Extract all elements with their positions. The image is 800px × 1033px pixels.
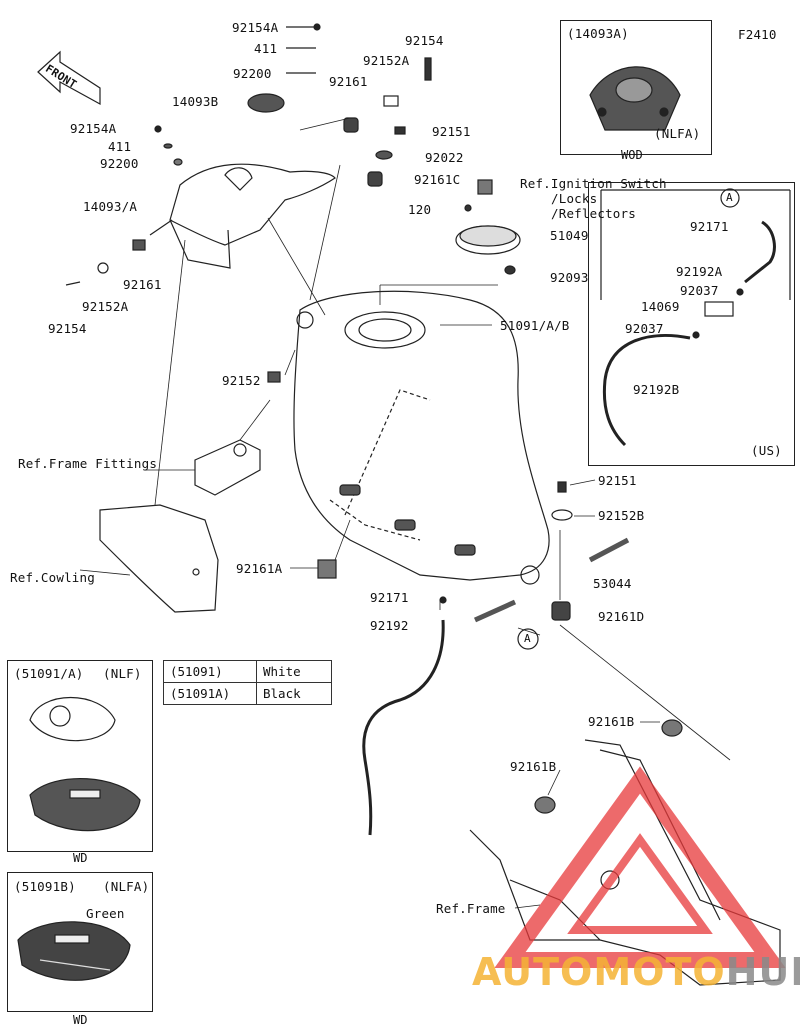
inset-nlfa-caption: WD xyxy=(73,1013,88,1027)
color-name: Black xyxy=(256,682,332,705)
inset-nlf-code: (51091/A) xyxy=(14,666,84,681)
ref-frame: Ref.Frame xyxy=(436,901,506,916)
part-label-92152b: 92152B xyxy=(598,508,645,523)
part-label-92154-left: 92154 xyxy=(48,321,87,336)
inset-nlfa-note: Green xyxy=(86,906,125,921)
part-label-92022: 92022 xyxy=(425,150,464,165)
part-label-92154a-top: 92154A xyxy=(232,20,279,35)
nlfa-tank-drawing xyxy=(17,921,131,981)
inset-nlfa-variant: (NLFA) xyxy=(103,879,150,894)
top-fasteners xyxy=(247,23,432,133)
tank-cover-14093A xyxy=(149,163,336,269)
part-label-411-top: 411 xyxy=(254,41,278,56)
inset-wod-frame xyxy=(560,20,712,155)
inset-wod-caption: WOD xyxy=(621,148,643,162)
part-label-51091ab: 51091/A/B xyxy=(500,318,570,333)
inset-wod-code: (14093A) xyxy=(567,26,629,41)
inset-us-92037-bot: 92037 xyxy=(625,321,664,336)
inset-nlfa-code: (51091B) xyxy=(14,879,76,894)
part-label-92154a-left: 92154A xyxy=(70,121,117,136)
part-label-14093b: 14093B xyxy=(172,94,219,109)
part-label-92152a-top: 92152A xyxy=(363,53,410,68)
inset-us-92192a: 92192A xyxy=(676,264,723,279)
part-label-92171-mid: 92171 xyxy=(370,590,409,605)
ref-cowling: Ref.Cowling xyxy=(10,570,95,585)
inset-us-14069: 14069 xyxy=(641,299,680,314)
part-label-120: 120 xyxy=(408,202,432,217)
part-label-92152: 92152 xyxy=(222,373,261,388)
wod-cover-drawing xyxy=(589,66,681,131)
nlf-tank-drawing xyxy=(29,696,141,832)
inset-us-92037-top: 92037 xyxy=(680,283,719,298)
watermark-part2: HUB xyxy=(725,950,800,994)
part-label-92200-left: 92200 xyxy=(100,156,139,171)
color-row: (51091A) Black xyxy=(163,682,332,705)
color-table: (51091) White (51091A) Black xyxy=(163,660,332,705)
inset-us-92171: 92171 xyxy=(690,219,729,234)
ref-reflectors: /Reflectors xyxy=(551,206,636,221)
us-hose-assembly xyxy=(600,188,791,447)
cowling-part xyxy=(99,504,219,613)
circle-a-bottom: A xyxy=(524,632,531,645)
front-arrow-icon xyxy=(37,50,101,106)
part-label-51049: 51049 xyxy=(550,228,589,243)
frame-fitting-bracket xyxy=(194,371,281,496)
ignition-fitting-51049 xyxy=(367,126,521,275)
part-label-92161b-right: 92161B xyxy=(588,714,635,729)
part-label-92161d: 92161D xyxy=(598,609,645,624)
ref-ignition-switch: Ref.Ignition Switch xyxy=(520,176,667,191)
part-label-14093a: 14093/A xyxy=(83,199,138,214)
fuel-tank-51091 xyxy=(293,290,550,585)
color-name: White xyxy=(256,660,332,683)
ref-frame-fittings: Ref.Frame Fittings xyxy=(18,456,158,471)
inset-us-frame xyxy=(588,182,795,466)
watermark-logo-icon xyxy=(494,766,786,968)
part-label-92152a-left: 92152A xyxy=(82,299,129,314)
watermark-part1: AUTOMOTO xyxy=(472,950,726,994)
inset-nlf-frame xyxy=(7,660,153,852)
inset-nlf-caption: WD xyxy=(73,851,88,865)
part-label-92161c: 92161C xyxy=(414,172,461,187)
part-label-92151-top: 92151 xyxy=(432,124,471,139)
part-label-92200-top: 92200 xyxy=(233,66,272,81)
part-label-92192-mid: 92192 xyxy=(370,618,409,633)
part-label-92161a: 92161A xyxy=(236,561,283,576)
part-label-92154-top: 92154 xyxy=(405,33,444,48)
inset-us-region: (US) xyxy=(751,443,782,458)
part-label-92151-mid: 92151 xyxy=(598,473,637,488)
color-row: (51091) White xyxy=(163,660,332,683)
inset-us-92192b: 92192B xyxy=(633,382,680,397)
inset-wod-variant: (NLFA) xyxy=(654,126,701,141)
watermark-text: AUTOMOTOHUB xyxy=(472,950,800,994)
part-label-411-left: 411 xyxy=(108,139,132,154)
color-code: (51091) xyxy=(163,660,257,683)
diagram-code: F2410 xyxy=(738,27,777,42)
part-label-53044: 53044 xyxy=(593,576,632,591)
inset-nlf-variant: (NLF) xyxy=(103,666,142,681)
part-label-92161b-left: 92161B xyxy=(510,759,557,774)
ref-locks: /Locks xyxy=(551,191,598,206)
leader-lines xyxy=(79,117,731,909)
part-label-92093: 92093 xyxy=(550,270,589,285)
part-label-92161-top: 92161 xyxy=(329,74,368,89)
inset-nlfa-frame xyxy=(7,872,153,1012)
color-code: (51091A) xyxy=(163,682,257,705)
part-label-92161-left: 92161 xyxy=(123,277,162,292)
inset-us-circle-a: A xyxy=(726,191,733,204)
